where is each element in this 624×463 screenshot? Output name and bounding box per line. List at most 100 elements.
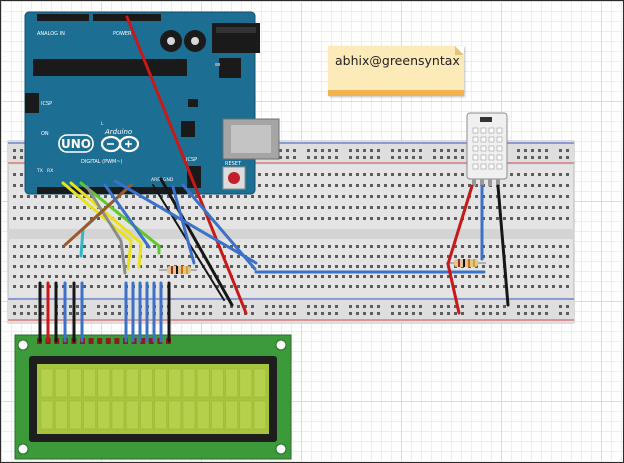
breadboard-hole (517, 305, 520, 308)
breadboard-hole (272, 265, 275, 268)
breadboard-hole (300, 206, 303, 209)
wire-yellow-1 (61, 181, 133, 271)
aref-silk: AREF (151, 177, 163, 183)
breadboard-hole (349, 275, 352, 278)
breadboard-hole (433, 184, 436, 187)
breadboard-hole (349, 312, 352, 315)
sensor-vent (496, 136, 503, 143)
breadboard-hole (419, 285, 422, 288)
breadboard-hole (454, 173, 457, 176)
breadboard-hole (20, 173, 23, 176)
breadboard-hole (118, 312, 121, 315)
breadboard-hole (300, 285, 303, 288)
breadboard-hole (524, 305, 527, 308)
breadboard-hole (538, 305, 541, 308)
breadboard-hole (118, 217, 121, 220)
icsp-header-left (25, 93, 39, 113)
breadboard-hole (265, 206, 268, 209)
breadboard-hole (41, 255, 44, 258)
breadboard-hole (251, 312, 254, 315)
breadboard-hole (384, 255, 387, 258)
breadboard-hole (538, 275, 541, 278)
breadboard-hole (223, 265, 226, 268)
breadboard-hole (405, 285, 408, 288)
breadboard-hole (454, 149, 457, 152)
breadboard-hole (314, 305, 317, 308)
breadboard-hole (307, 245, 310, 248)
breadboard-hole (433, 275, 436, 278)
breadboard-hole (566, 275, 569, 278)
breadboard-hole (188, 206, 191, 209)
sensor-vent (496, 127, 503, 134)
breadboard-hole (398, 245, 401, 248)
breadboard-hole (328, 184, 331, 187)
breadboard-hole (286, 217, 289, 220)
breadboard-hole (405, 149, 408, 152)
resistor-lcd-contrast (159, 266, 197, 274)
breadboard-hole (34, 255, 37, 258)
breadboard-hole (293, 305, 296, 308)
wire-green (79, 181, 161, 255)
breadboard-hole (552, 217, 555, 220)
breadboard-hole (433, 245, 436, 248)
breadboard-hole (377, 184, 380, 187)
breadboard-hole (251, 275, 254, 278)
sensor-vent (472, 145, 479, 152)
breadboard-hole (433, 149, 436, 152)
resistor-dht-pullup (446, 259, 486, 267)
breadboard-hole (251, 206, 254, 209)
breadboard-hole (160, 195, 163, 198)
breadboard-hole (223, 206, 226, 209)
breadboard-hole (34, 305, 37, 308)
breadboard-hole (552, 173, 555, 176)
breadboard-hole (314, 206, 317, 209)
lcd-cell (253, 368, 267, 398)
breadboard-hole (377, 156, 380, 159)
breadboard-hole (454, 206, 457, 209)
sensor-vent (496, 154, 503, 161)
lcd-cell (239, 368, 253, 398)
breadboard-hole (391, 217, 394, 220)
breadboard-hole (146, 265, 149, 268)
breadboard-hole (419, 206, 422, 209)
breadboard-hole (83, 312, 86, 315)
breadboard-hole (433, 217, 436, 220)
breadboard-hole (335, 206, 338, 209)
breadboard-hole (153, 255, 156, 258)
breadboard-hole (524, 255, 527, 258)
breadboard-hole (356, 184, 359, 187)
breadboard-hole (69, 305, 72, 308)
breadboard-hole (475, 184, 478, 187)
breadboard-hole (41, 245, 44, 248)
breadboard-hole (20, 184, 23, 187)
breadboard-hole (328, 149, 331, 152)
breadboard-hole (69, 285, 72, 288)
breadboard-hole (20, 285, 23, 288)
breadboard-hole (104, 245, 107, 248)
breadboard-hole (230, 305, 233, 308)
breadboard-hole (517, 245, 520, 248)
breadboard-hole (524, 195, 527, 198)
breadboard-hole (370, 195, 373, 198)
breadboard-hole (20, 312, 23, 315)
breadboard-hole (384, 285, 387, 288)
breadboard-hole (41, 305, 44, 308)
dc-jack-slot (216, 27, 256, 33)
breadboard-hole (230, 217, 233, 220)
lcd-mount-hole-bl (17, 443, 29, 455)
breadboard-hole (426, 206, 429, 209)
breadboard-hole (496, 217, 499, 220)
breadboard-hole (181, 275, 184, 278)
lcd-cell (140, 368, 153, 398)
breadboard-hole (517, 285, 520, 288)
breadboard-hole (328, 275, 331, 278)
breadboard-hole (307, 184, 310, 187)
breadboard-hole (356, 275, 359, 278)
breadboard-hole (566, 195, 569, 198)
breadboard-hole (328, 255, 331, 258)
breadboard-hole (349, 255, 352, 258)
breadboard-hole (244, 206, 247, 209)
breadboard-hole (356, 206, 359, 209)
breadboard-hole (188, 195, 191, 198)
breadboard-hole (496, 255, 499, 258)
